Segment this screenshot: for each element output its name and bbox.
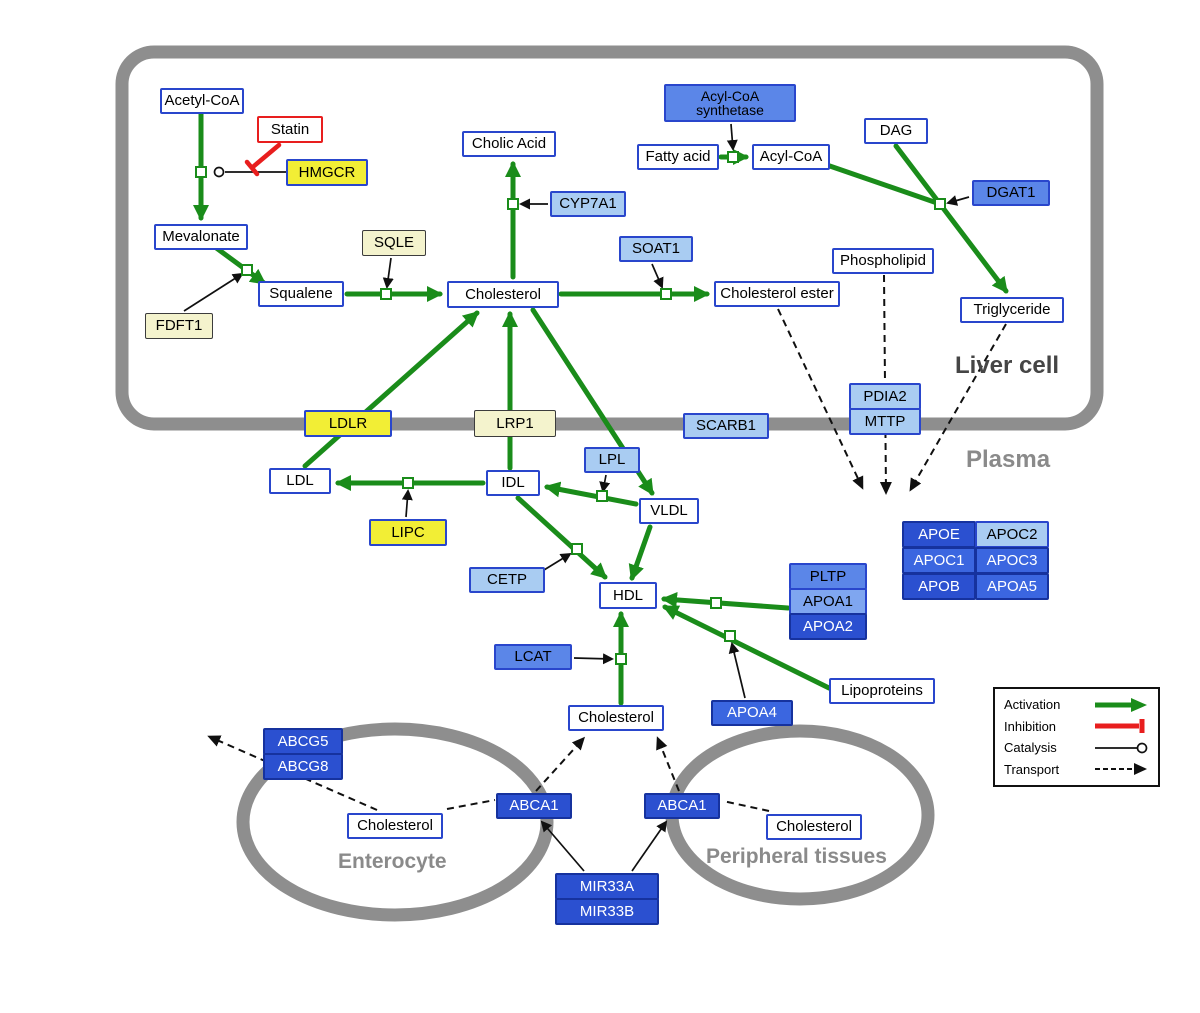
node-cholesterol-liver[interactable]: Cholesterol <box>447 281 559 308</box>
node-phospholipid[interactable]: Phospholipid <box>832 248 934 274</box>
node-dgat1[interactable]: DGAT1 <box>972 180 1050 206</box>
node-apoa1[interactable]: APOA1 <box>789 588 867 615</box>
catalysis-edges <box>183 123 970 872</box>
transport-arrow-icon <box>1095 763 1147 776</box>
node-apob[interactable]: APOB <box>902 573 976 600</box>
node-squalene[interactable]: Squalene <box>258 281 344 307</box>
node-apoc3[interactable]: APOC3 <box>975 547 1049 574</box>
node-abca1-peripheral[interactable]: ABCA1 <box>644 793 720 819</box>
node-apoa4[interactable]: APOA4 <box>711 700 793 726</box>
node-dag[interactable]: DAG <box>864 118 928 144</box>
node-apoc1[interactable]: APOC1 <box>902 547 976 574</box>
node-soat1[interactable]: SOAT1 <box>619 236 693 262</box>
node-cholesterol-enterocyte[interactable]: Cholesterol <box>347 813 443 839</box>
catalysis-line-icon <box>1095 742 1148 754</box>
legend-row-activation: Activation <box>1004 697 1149 713</box>
node-apoa5[interactable]: APOA5 <box>975 573 1049 600</box>
node-scarb1[interactable]: SCARB1 <box>683 413 769 439</box>
node-hdl[interactable]: HDL <box>599 582 657 609</box>
node-cholesterol-plasma[interactable]: Cholesterol <box>568 705 664 731</box>
node-mir33a[interactable]: MIR33A <box>555 873 659 900</box>
node-fdft1[interactable]: FDFT1 <box>145 313 213 339</box>
enterocyte-label: Enterocyte <box>338 850 447 873</box>
liver-cell-label: Liver cell <box>955 352 1060 379</box>
legend-catalysis-label: Catalysis <box>1004 740 1057 756</box>
node-ldlr[interactable]: LDLR <box>304 410 392 437</box>
node-mttp[interactable]: MTTP <box>849 408 921 435</box>
legend-activation-label: Activation <box>1004 697 1061 713</box>
legend: Activation Inhibition Catalysis Transpor… <box>993 687 1160 787</box>
plasma-label: Plasma <box>966 446 1051 473</box>
node-apoe[interactable]: APOE <box>902 521 976 548</box>
legend-row-transport: Transport <box>1004 761 1149 777</box>
node-hmgcr[interactable]: HMGCR <box>286 159 368 186</box>
node-lcat[interactable]: LCAT <box>494 644 572 670</box>
node-vldl[interactable]: VLDL <box>639 498 699 524</box>
node-acyl-coa[interactable]: Acyl-CoA <box>752 144 830 170</box>
node-lrp1[interactable]: LRP1 <box>474 410 556 437</box>
node-mir33b[interactable]: MIR33B <box>555 898 659 925</box>
node-cyp7a1[interactable]: CYP7A1 <box>550 191 626 217</box>
inhibition-tbar-icon <box>1095 719 1145 734</box>
node-cetp[interactable]: CETP <box>469 567 545 593</box>
inhibition-edge <box>244 142 282 177</box>
node-statin[interactable]: Statin <box>257 116 323 143</box>
liver-membrane <box>115 45 1104 431</box>
legend-transport-label: Transport <box>1004 761 1060 777</box>
node-abcg5[interactable]: ABCG5 <box>263 728 343 755</box>
node-fatty-acid[interactable]: Fatty acid <box>637 144 719 170</box>
node-acetyl-coa[interactable]: Acetyl-CoA <box>160 88 244 114</box>
node-abca1-enterocyte[interactable]: ABCA1 <box>496 793 572 819</box>
node-pltp[interactable]: PLTP <box>789 563 867 590</box>
legend-row-inhibition: Inhibition <box>1004 718 1149 734</box>
node-pdia2[interactable]: PDIA2 <box>849 383 921 410</box>
node-apoc2[interactable]: APOC2 <box>975 521 1049 548</box>
node-cholesterol-ester[interactable]: Cholesterol ester <box>714 281 840 307</box>
node-cholesterol-peripheral[interactable]: Cholesterol <box>766 814 862 840</box>
legend-inhibition-label: Inhibition <box>1004 718 1057 734</box>
node-lipc[interactable]: LIPC <box>369 519 447 546</box>
node-lpl[interactable]: LPL <box>584 447 640 473</box>
node-cholic-acid[interactable]: Cholic Acid <box>462 131 556 157</box>
node-apoa2[interactable]: APOA2 <box>789 613 867 640</box>
node-idl[interactable]: IDL <box>486 470 540 496</box>
legend-row-catalysis: Catalysis <box>1004 740 1149 756</box>
node-lipoproteins[interactable]: Lipoproteins <box>829 678 935 704</box>
node-mevalonate[interactable]: Mevalonate <box>154 224 248 250</box>
reaction-nodes <box>195 151 946 665</box>
peripheral-tissues-label: Peripheral tissues <box>706 845 887 868</box>
node-abcg8[interactable]: ABCG8 <box>263 753 343 780</box>
node-ldl[interactable]: LDL <box>269 468 331 494</box>
node-acyl-coa-synthetase[interactable]: Acyl-CoA synthetase <box>664 84 796 122</box>
node-triglyceride[interactable]: Triglyceride <box>960 297 1064 323</box>
node-sqle[interactable]: SQLE <box>362 230 426 256</box>
activation-arrow-icon <box>1095 697 1147 712</box>
